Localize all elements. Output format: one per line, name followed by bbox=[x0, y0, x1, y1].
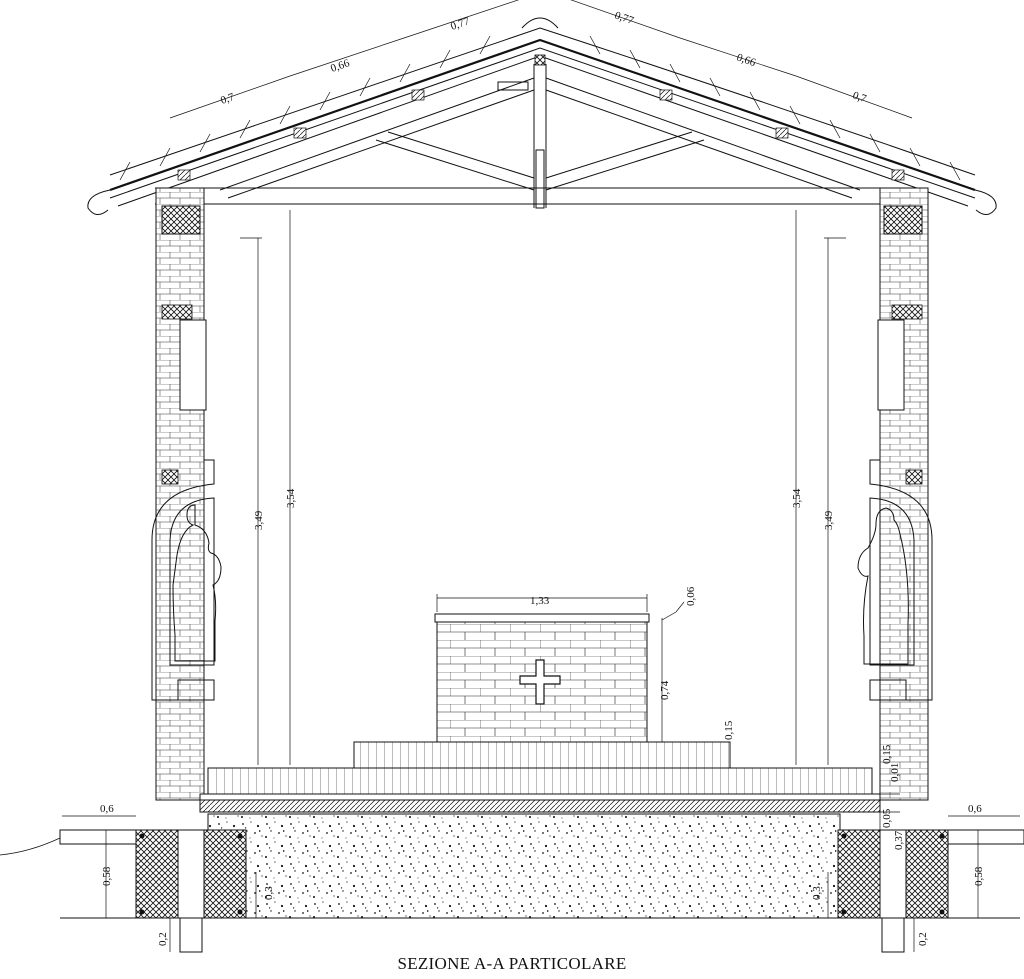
statue-left bbox=[172, 504, 222, 662]
ring-beam bbox=[883, 205, 923, 235]
altar-top bbox=[434, 613, 650, 623]
purlin bbox=[775, 127, 789, 139]
right-depth: 0,58 bbox=[973, 866, 985, 886]
roof-dimension-lines bbox=[169, 0, 913, 119]
statue-right bbox=[857, 507, 909, 665]
altar-dimension-labels: 1,33 0,06 0,74 0,15 bbox=[530, 586, 735, 740]
right-pile: 0,2 bbox=[917, 932, 929, 946]
gutter-right bbox=[974, 189, 997, 215]
gravel-fill bbox=[207, 813, 841, 919]
left-overhang: 0,6 bbox=[100, 803, 114, 815]
sidewalk-left bbox=[59, 829, 137, 845]
roof-dim-right-1: 0,7 bbox=[851, 89, 868, 105]
screed bbox=[199, 799, 881, 813]
right-overhang: 0,6 bbox=[968, 803, 982, 815]
roof-dim-left-1: 0,7 bbox=[219, 91, 236, 107]
altar-top-slab: 0,06 bbox=[685, 586, 697, 606]
wall-dimension-labels: 3,49 3,54 3,54 3,49 bbox=[253, 488, 835, 530]
sidewalk-right bbox=[947, 829, 1024, 845]
roof-truss bbox=[155, 64, 925, 209]
drawing-title: SEZIONE A-A PARTICOLARE bbox=[397, 954, 626, 973]
altar-height: 0,74 bbox=[659, 680, 671, 700]
pile-left bbox=[179, 917, 203, 953]
floor-step-right: 0,15 bbox=[881, 744, 893, 764]
floor-tile: 0,01 bbox=[889, 763, 901, 782]
left-wall bbox=[151, 187, 222, 801]
purlin bbox=[891, 169, 905, 181]
purlin bbox=[659, 89, 673, 101]
roof bbox=[87, 17, 997, 215]
purlin bbox=[177, 169, 191, 181]
ring-beam bbox=[161, 205, 201, 235]
foundation-dimension-labels: 0,6 0,6 0,58 0,58 0,3 0,3 0,2 0,2 bbox=[100, 803, 985, 946]
roof-dim-left-2: 0,66 bbox=[329, 57, 352, 75]
purlin bbox=[411, 89, 425, 101]
foundation bbox=[0, 813, 1024, 953]
left-inner-depth: 0,3 bbox=[263, 886, 275, 900]
right-outer-height: 3,49 bbox=[823, 510, 835, 530]
roof-dim-left-3: 0,77 bbox=[449, 15, 472, 33]
pile-right bbox=[881, 917, 905, 953]
floor-screed: 0,05 bbox=[881, 808, 893, 828]
roof-dim-right-2: 0,66 bbox=[735, 51, 758, 69]
roof-dim-right-3: 0,77 bbox=[613, 9, 636, 27]
left-pile: 0,2 bbox=[157, 932, 169, 946]
cross-icon bbox=[519, 659, 561, 705]
altar-step: 0,15 bbox=[723, 720, 735, 740]
floor-slab: 0,37 bbox=[893, 830, 905, 850]
height-dimensions bbox=[240, 210, 846, 765]
purlin bbox=[293, 127, 307, 139]
presbytery-step bbox=[207, 767, 873, 795]
left-inner-height: 3,54 bbox=[285, 488, 297, 508]
right-inner-height: 3,54 bbox=[791, 488, 803, 508]
right-wall bbox=[857, 187, 933, 801]
altar-width: 1,33 bbox=[530, 595, 550, 607]
altar-step bbox=[353, 741, 731, 769]
left-outer-height: 3,49 bbox=[253, 510, 265, 530]
floor bbox=[199, 740, 900, 830]
roof-tiles bbox=[109, 27, 976, 181]
floor-dimension-labels: 0,15 0,01 0,05 0,37 bbox=[881, 744, 905, 850]
ridge-tile bbox=[521, 17, 559, 29]
gutter-left bbox=[87, 189, 111, 215]
left-depth: 0,58 bbox=[101, 866, 113, 886]
right-inner-depth: 0,3 bbox=[811, 886, 823, 900]
